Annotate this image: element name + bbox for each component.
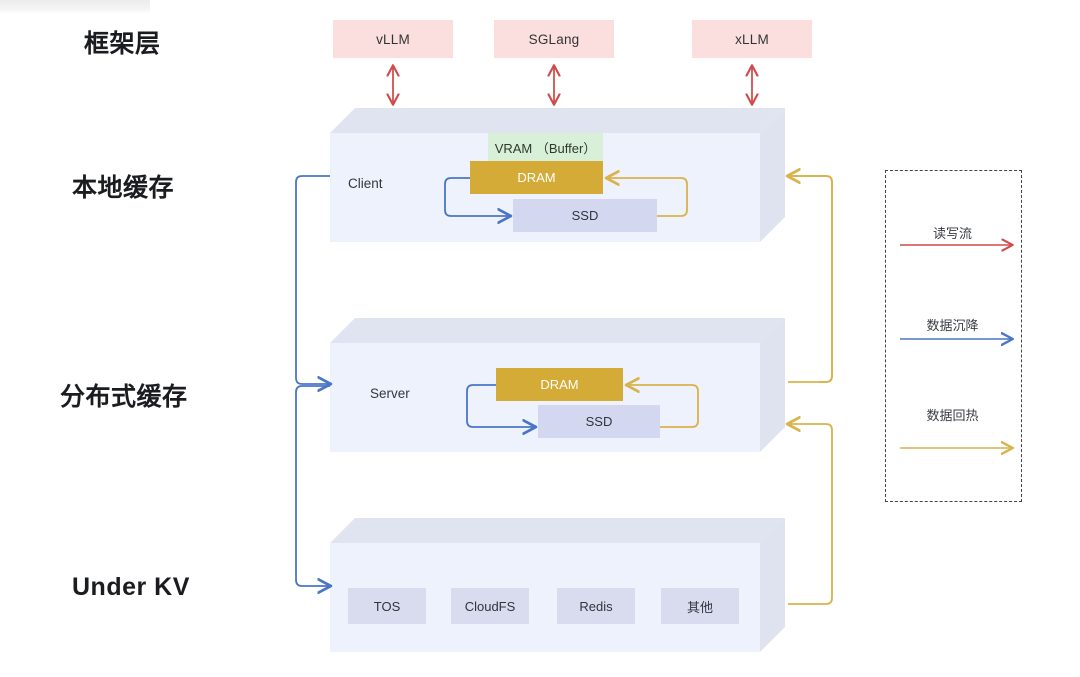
block-redis[interactable]: Redis bbox=[557, 588, 635, 624]
legend-label-read-write-flow: 读写流 bbox=[932, 226, 972, 241]
row-label-local-cache: 本地缓存 bbox=[72, 174, 175, 202]
block-server-dram-label: DRAM bbox=[540, 377, 579, 392]
server-to-client-arrow bbox=[788, 176, 833, 383]
block-tos-label: TOS bbox=[373, 598, 401, 614]
server-to-client-arrow-body bbox=[788, 175, 833, 383]
block-cloudfs-label: CloudFS bbox=[464, 598, 516, 614]
server-to-underkv-arrow bbox=[295, 385, 330, 586]
block-client-ssd-label: SSD bbox=[571, 208, 599, 223]
block-redis-label: Redis bbox=[579, 598, 613, 614]
block-client-ssd[interactable]: SSD bbox=[513, 199, 657, 232]
block-client-dram[interactable]: DRAM bbox=[470, 161, 603, 194]
block-vram-label: VRAM （Buffer） bbox=[494, 140, 597, 156]
layer-underkv-side-face bbox=[760, 518, 785, 652]
block-client-dram-label: DRAM bbox=[517, 170, 556, 185]
block-server-ssd[interactable]: SSD bbox=[538, 405, 660, 438]
framework-box-vllm-label: vLLM bbox=[376, 31, 410, 47]
row-label-under-kv: Under KV bbox=[72, 573, 190, 601]
layer-client-title: Client bbox=[348, 176, 383, 191]
block-server-ssd-label: SSD bbox=[585, 414, 613, 429]
framework-box-sglang[interactable]: SGLang bbox=[494, 20, 614, 58]
legend-label-data-reheat: 数据回热 bbox=[926, 408, 979, 423]
row-label-distributed-cache: 分布式缓存 bbox=[60, 383, 188, 411]
underkv-to-server-arrow bbox=[788, 424, 833, 605]
block-cloudfs[interactable]: CloudFS bbox=[451, 588, 529, 624]
framework-box-xllm[interactable]: xLLM bbox=[692, 20, 812, 58]
block-other[interactable]: 其他 bbox=[661, 588, 739, 624]
client-to-server-arrow bbox=[295, 175, 330, 384]
framework-box-vllm[interactable]: vLLM bbox=[333, 20, 453, 58]
layer-client-top-face bbox=[330, 108, 785, 133]
block-server-dram[interactable]: DRAM bbox=[496, 368, 623, 401]
top-left-artifact bbox=[0, 0, 150, 14]
layer-client-side-face bbox=[760, 108, 785, 242]
legend-panel bbox=[885, 170, 1022, 502]
framework-box-sglang-label: SGLang bbox=[528, 31, 580, 47]
layer-server-title: Server bbox=[370, 386, 410, 401]
row-label-framework: 框架层 bbox=[84, 30, 161, 58]
legend-label-data-sink: 数据沉降 bbox=[926, 318, 979, 333]
block-tos[interactable]: TOS bbox=[348, 588, 426, 624]
block-vram[interactable]: VRAM （Buffer） bbox=[488, 133, 603, 161]
layer-underkv[interactable] bbox=[330, 518, 785, 677]
layer-server-top-face bbox=[330, 318, 785, 343]
framework-box-xllm-label: xLLM bbox=[735, 31, 769, 47]
block-other-label: 其他 bbox=[686, 599, 713, 615]
layer-server-side-face bbox=[760, 318, 785, 452]
layer-underkv-top-face bbox=[330, 518, 785, 543]
